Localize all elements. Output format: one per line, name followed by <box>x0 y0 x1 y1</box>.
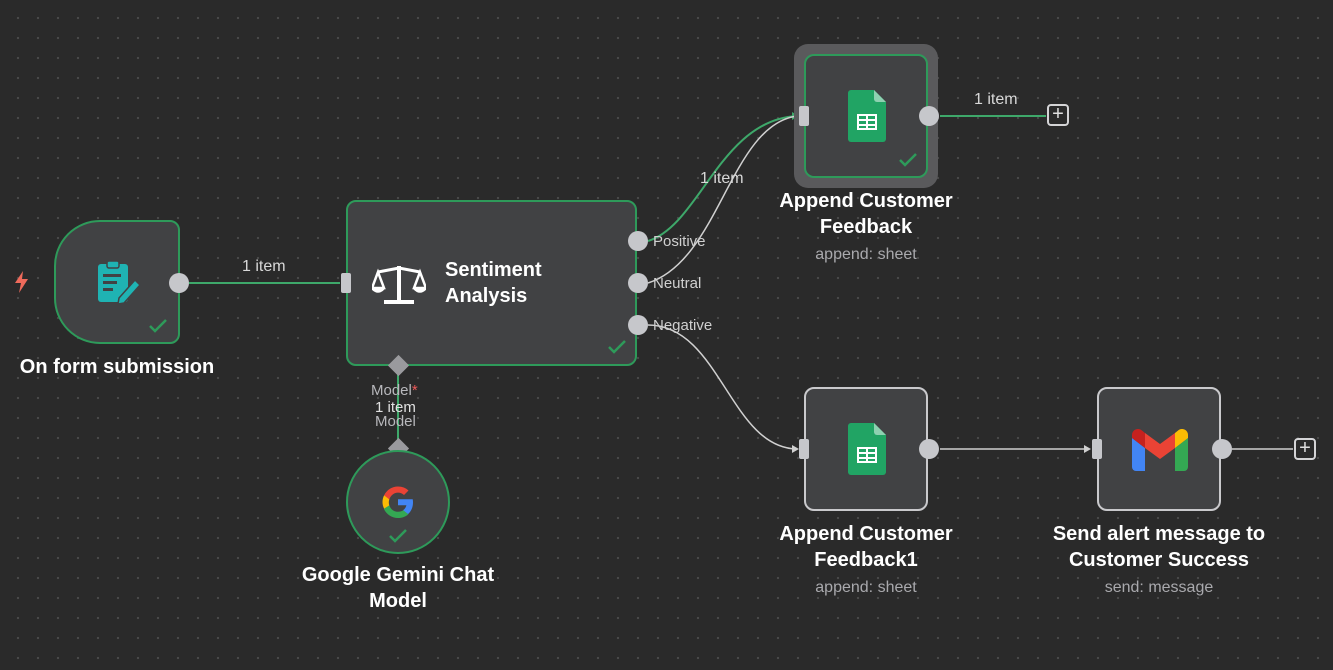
connection-negative-append2 <box>647 324 798 450</box>
positive-output-handle[interactable] <box>628 231 648 251</box>
success-check-icon <box>149 319 167 333</box>
google-sheets-icon <box>848 423 886 475</box>
append2-node-subtitle: append: sheet <box>815 579 917 596</box>
scale-balance-icon <box>372 266 426 304</box>
positive-output-label: Positive <box>653 233 706 250</box>
gmail-input-handle[interactable] <box>1092 439 1102 459</box>
gemini-chat-model-node[interactable] <box>346 450 450 554</box>
append-customer-feedback1-node[interactable] <box>804 387 928 511</box>
sentiment-input-handle[interactable] <box>341 273 351 293</box>
connection-neutral-append <box>647 115 798 284</box>
success-check-icon <box>389 529 407 543</box>
success-check-icon <box>899 153 917 167</box>
append-output-handle[interactable] <box>919 106 939 126</box>
negative-output-handle[interactable] <box>628 315 648 335</box>
append-out-connection-count: 1 item <box>974 91 1018 108</box>
arrowhead-append2-gmail <box>1084 445 1091 453</box>
neutral-output-label: Neutral <box>653 275 702 292</box>
model-output-label: Model <box>375 413 416 430</box>
google-sheets-icon <box>848 90 886 142</box>
append-customer-feedback-node[interactable] <box>804 54 928 178</box>
append-node-title-line1: Append Customer <box>779 190 953 212</box>
append2-node-title-line2: Feedback1 <box>814 549 918 571</box>
form-connection-count: 1 item <box>242 258 286 275</box>
gmail-node-subtitle: send: message <box>1104 579 1214 596</box>
gemini-node-title-line2: Model <box>369 590 427 612</box>
negative-output-label: Negative <box>653 317 713 334</box>
arrowhead-negative-append2 <box>792 445 799 453</box>
neutral-output-handle[interactable] <box>628 273 648 293</box>
send-alert-gmail-node[interactable] <box>1097 387 1221 511</box>
gmail-icon <box>1132 429 1188 471</box>
success-check-icon <box>608 340 626 354</box>
sentiment-node-title-line2: Analysis <box>445 285 528 307</box>
append2-node-title-line1: Append Customer <box>779 523 953 545</box>
append-input-handle[interactable] <box>799 106 809 126</box>
connection-positive-append <box>647 115 798 242</box>
sentiment-analysis-node[interactable]: Sentiment Analysis <box>346 200 637 366</box>
add-node-button[interactable]: + <box>1294 438 1316 460</box>
gemini-node-title-line1: Google Gemini Chat <box>301 564 495 586</box>
gmail-output-handle[interactable] <box>1212 439 1232 459</box>
form-trigger-node[interactable] <box>54 220 180 344</box>
lightning-bolt-icon <box>15 271 28 293</box>
positive-connection-count: 1 item <box>700 170 744 187</box>
sentiment-node-title-line1: Sentiment <box>445 259 542 281</box>
append2-input-handle[interactable] <box>799 439 809 459</box>
google-g-icon <box>382 486 413 518</box>
model-input-label: Model* <box>371 382 418 399</box>
gmail-node-title-line2: Customer Success <box>1068 549 1250 571</box>
append2-output-handle[interactable] <box>919 439 939 459</box>
form-output-handle[interactable] <box>169 273 189 293</box>
append-node-title-line2: Feedback <box>819 216 913 238</box>
form-edit-icon <box>98 260 142 305</box>
model-label-text: Model <box>371 382 412 399</box>
append-node-subtitle: append: sheet <box>815 246 917 263</box>
model-required-marker: * <box>411 382 418 399</box>
gmail-node-title-line1: Send alert message to <box>1052 523 1266 545</box>
model-connection-count: 1 item <box>375 399 416 416</box>
add-node-button[interactable]: + <box>1047 104 1069 126</box>
form-node-title: On form submission <box>19 356 215 378</box>
